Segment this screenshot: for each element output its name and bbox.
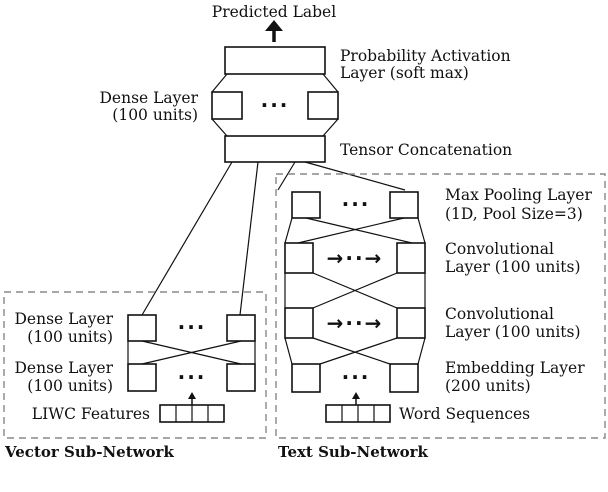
conv2-arrow-ellipsis: →··→ xyxy=(327,311,384,335)
maxpool-label-2: (1D, Pool Size=3) xyxy=(445,205,583,223)
conv2-label-2: Layer (100 units) xyxy=(445,323,581,341)
vector-dense1-label-2: (100 units) xyxy=(27,328,113,346)
vector-subnetwork-title: Vector Sub-Network xyxy=(4,443,174,461)
conv1-node-right xyxy=(396,242,426,274)
maxpool-ellipsis: ··· xyxy=(342,192,371,216)
embedding-label-2: (200 units) xyxy=(445,377,531,395)
tensor-concatenation-box xyxy=(224,135,326,163)
maxpool-node-right xyxy=(389,191,419,219)
up-arrow-icon xyxy=(188,392,196,406)
maxpool-node-left xyxy=(291,191,321,219)
embedding-ellipsis: ··· xyxy=(342,365,371,389)
vector-dense2-node-right xyxy=(226,363,256,392)
probability-activation-label-1: Probability Activation xyxy=(340,47,511,65)
up-arrow-icon xyxy=(265,20,283,42)
maxpool-label-1: Max Pooling Layer xyxy=(445,186,592,204)
vector-dense2-node-left xyxy=(127,363,157,392)
embedding-node-left xyxy=(291,363,321,393)
predicted-label-text: Predicted Label xyxy=(212,3,336,21)
conv1-label-1: Convolutional xyxy=(445,240,554,258)
embedding-node-right xyxy=(389,363,419,393)
tensor-concatenation-label: Tensor Concatenation xyxy=(340,141,512,159)
vector-dense1-ellipsis: ··· xyxy=(178,315,207,339)
top-dense-ellipsis: ··· xyxy=(261,93,290,117)
up-arrow-icon xyxy=(352,392,360,406)
vector-dense1-label-1: Dense Layer xyxy=(14,310,113,328)
conv2-node-right xyxy=(396,307,426,339)
liwc-input-vector xyxy=(159,404,225,423)
conv1-arrow-ellipsis: →··→ xyxy=(327,246,384,270)
conv2-label-1: Convolutional xyxy=(445,305,554,323)
probability-activation-box xyxy=(224,46,326,75)
probability-activation-label-2: Layer (soft max) xyxy=(340,64,469,82)
text-subnetwork-frame xyxy=(275,173,606,439)
word-sequences-label: Word Sequences xyxy=(399,405,530,423)
conv1-label-2: Layer (100 units) xyxy=(445,258,581,276)
top-dense-label-2: (100 units) xyxy=(112,106,198,124)
vector-dense1-node-left xyxy=(127,314,157,342)
liwc-features-label: LIWC Features xyxy=(32,405,150,423)
top-dense-node-left xyxy=(211,91,243,120)
vector-dense2-ellipsis: ··· xyxy=(178,365,207,389)
word-sequence-input-vector xyxy=(325,404,391,423)
vector-dense2-label-2: (100 units) xyxy=(27,377,113,395)
conv1-node-left xyxy=(284,242,314,274)
text-subnetwork-title: Text Sub-Network xyxy=(278,443,429,461)
vector-dense2-label-1: Dense Layer xyxy=(14,359,113,377)
top-dense-label-1: Dense Layer xyxy=(99,89,198,107)
embedding-label-1: Embedding Layer xyxy=(445,359,585,377)
vector-dense1-node-right xyxy=(226,314,256,342)
conv2-node-left xyxy=(284,307,314,339)
top-dense-node-right xyxy=(307,91,339,120)
